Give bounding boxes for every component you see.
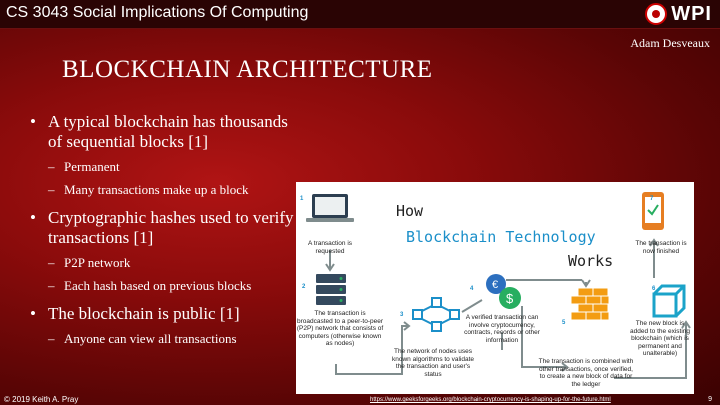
sub-bullet: –Each hash based on previous blocks	[30, 277, 300, 294]
wpi-logo-text: WPI	[671, 2, 712, 25]
smartphone-check-icon	[642, 192, 664, 230]
step-number: 3	[400, 312, 404, 318]
flow-arrows	[325, 238, 691, 379]
bullet-text: The blockchain is public [1]	[48, 304, 240, 323]
block-bricks-icon	[570, 287, 610, 321]
infographic-title-how: How	[396, 202, 424, 220]
sub-bullet: –P2P network	[30, 254, 300, 271]
step-number: 1	[300, 196, 304, 202]
dash-icon: –	[48, 331, 55, 346]
step-caption: The network of nodes uses known algorith…	[391, 348, 474, 378]
infographic-graphics: € $	[306, 192, 691, 379]
step-caption: The transaction is broadcasted to a peer…	[296, 310, 384, 347]
network-nodes-icon	[412, 297, 460, 332]
sub-bullet: –Anyone can view all transactions	[30, 330, 300, 347]
step-caption: The transaction is now finished	[635, 240, 687, 255]
sub-bullet-text: Permanent	[64, 159, 120, 174]
bullet-text: Cryptographic hashes used to verify tran…	[48, 208, 294, 247]
bullet-dot-icon: •	[30, 208, 36, 227]
svg-text:$: $	[506, 291, 514, 306]
wpi-seal-icon	[645, 3, 668, 25]
bullet-item: • The blockchain is public [1]	[30, 304, 300, 324]
dash-icon: –	[48, 182, 55, 197]
blockchain-infographic: € $	[296, 182, 694, 394]
sub-bullet: –Many transactions make up a block	[30, 181, 300, 198]
server-icon	[316, 274, 346, 305]
bullet-dot-icon: •	[30, 304, 36, 323]
step-number: 7	[650, 196, 654, 202]
dash-icon: –	[48, 159, 55, 174]
infographic-title-main: Blockchain Technology	[406, 228, 596, 246]
step-number: 4	[470, 286, 474, 292]
sub-bullet-text: Each hash based on previous blocks	[64, 278, 252, 293]
author-name: Adam Desveaux	[630, 36, 710, 50]
step-number: 5	[562, 320, 566, 326]
dash-icon: –	[48, 255, 55, 270]
laptop-icon	[306, 194, 354, 222]
cube-block-icon	[652, 284, 686, 318]
step-caption: The new block is added to the existing b…	[630, 320, 690, 357]
bullet-dot-icon: •	[30, 112, 36, 131]
step-caption: A verified transaction can involve crypt…	[464, 314, 540, 344]
currency-coins-icon: € $	[486, 274, 521, 309]
header-bar: CS 3043 Social Implications Of Computing…	[0, 0, 720, 29]
sub-bullet-text: Anyone can view all transactions	[64, 331, 237, 346]
step-number: 6	[652, 286, 656, 292]
wpi-logo: WPI	[645, 2, 712, 26]
bullet-list: • A typical blockchain has thousands of s…	[30, 112, 300, 353]
sub-bullet-text: Many transactions make up a block	[64, 182, 249, 197]
infographic-title-works: Works	[568, 252, 614, 270]
slide-title: BLOCKCHAIN ARCHITECTURE	[62, 56, 433, 83]
source-link[interactable]: https://www.geeksforgeeks.org/blockchain…	[370, 397, 611, 403]
step-caption: The transaction is combined with other t…	[538, 358, 634, 388]
copyright-text: © 2019 Keith A. Pray	[4, 395, 79, 404]
step-number: 2	[302, 284, 306, 290]
svg-text:€: €	[492, 279, 498, 291]
sub-bullet: –Permanent	[30, 158, 300, 175]
step-caption: A transaction is requested	[307, 240, 353, 255]
bullet-text: A typical blockchain has thousands of se…	[48, 112, 288, 151]
bullet-item: • Cryptographic hashes used to verify tra…	[30, 208, 300, 248]
page-number: 9	[708, 396, 712, 403]
bullet-item: • A typical blockchain has thousands of s…	[30, 112, 300, 152]
sub-bullet-text: P2P network	[64, 255, 131, 270]
dash-icon: –	[48, 278, 55, 293]
course-title: CS 3043 Social Implications Of Computing	[6, 4, 309, 21]
